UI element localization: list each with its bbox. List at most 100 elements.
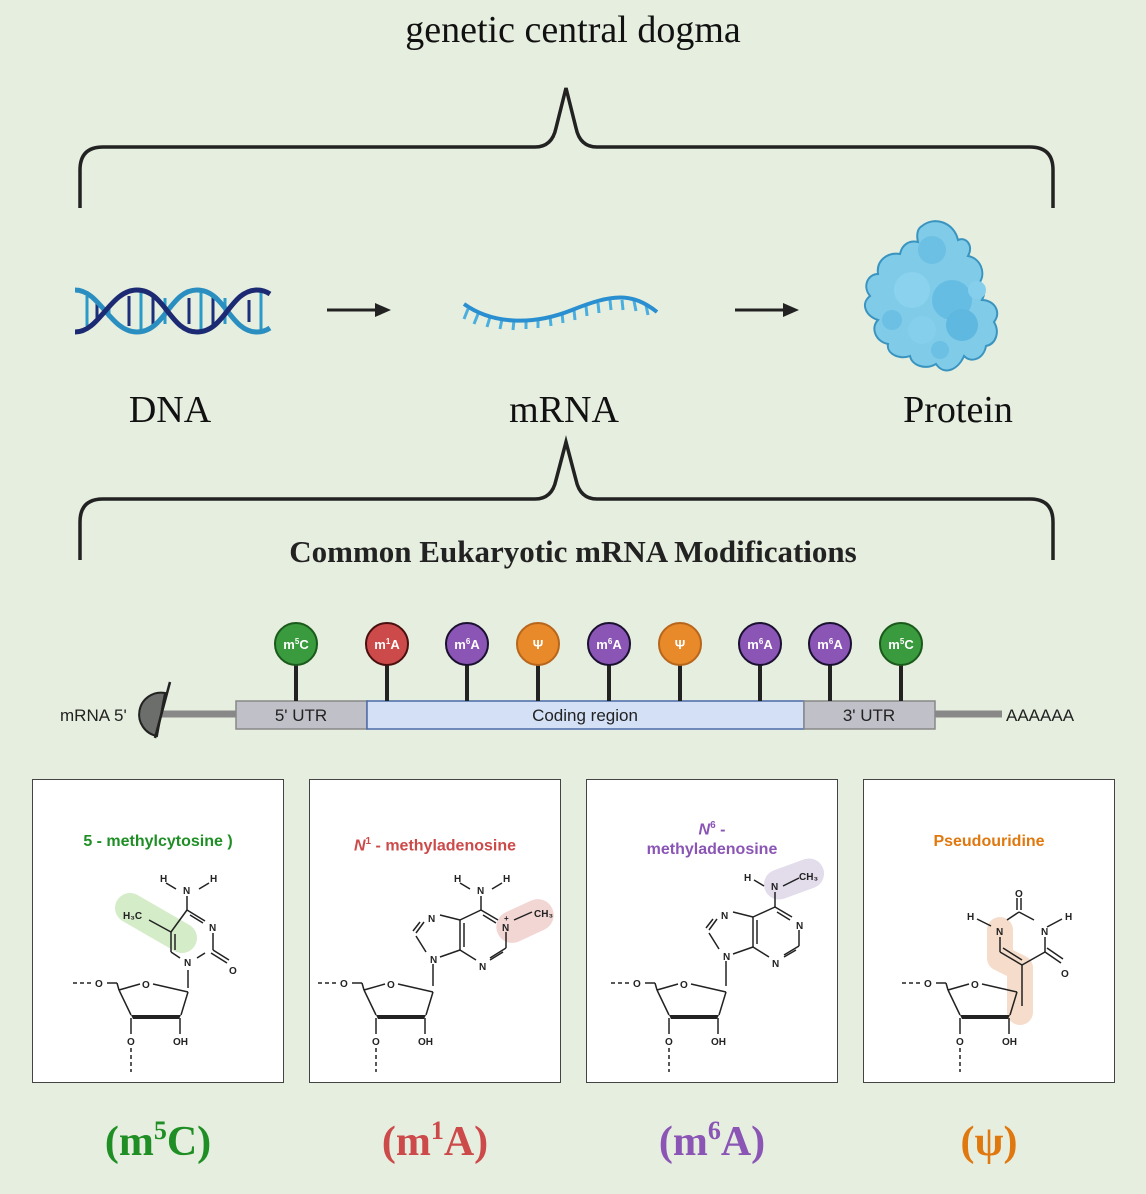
marker-label: m6A	[454, 637, 480, 652]
atom-n: N	[184, 958, 191, 969]
marker-circle	[365, 622, 409, 666]
marker-label: m6A	[596, 637, 622, 652]
ribose-sugar: O O O OH	[611, 979, 727, 1072]
marker-m6A: m6A	[445, 622, 489, 701]
marker-circle	[274, 622, 318, 666]
atom-o: O	[1061, 969, 1069, 980]
dna-icon	[74, 287, 272, 335]
atom-n: N	[771, 882, 778, 893]
marker-m5C: m5C	[274, 622, 318, 701]
atom-n: N	[721, 911, 728, 922]
braces-layer	[74, 87, 1055, 560]
charge-plus: +	[504, 914, 509, 923]
atom-o: O	[142, 980, 150, 991]
five-prime-cap-icon	[138, 681, 172, 739]
atom-n: N	[796, 921, 803, 932]
atom-o: O	[924, 979, 932, 990]
atom-o: O	[95, 979, 103, 990]
atom-n: N	[477, 886, 484, 897]
atom-n-plus: N	[502, 923, 509, 934]
structure-name: N6 -methyladenosine	[646, 820, 778, 859]
arrow-dna-to-mrna	[327, 303, 391, 317]
stage-label-dna: DNA	[128, 389, 212, 431]
marker-label: m1A	[374, 637, 400, 652]
utr3-label: 3' UTR	[843, 706, 895, 725]
mrna-map-label: mRNA	[60, 706, 111, 725]
atom-h: H	[744, 873, 751, 884]
atom-n: N	[723, 952, 730, 963]
protein-icon	[863, 220, 999, 372]
atom-o: O	[971, 980, 979, 991]
atom-h: H	[967, 912, 974, 923]
marker-circle	[879, 622, 923, 666]
atom-n: N	[209, 923, 216, 934]
abbr-m6a: (m6A)	[658, 1116, 766, 1165]
atom-n: N	[428, 914, 435, 925]
bottom-brace	[78, 435, 1055, 560]
atom-o: O	[633, 979, 641, 990]
marker-circle	[658, 622, 702, 666]
utr5-region	[235, 700, 368, 730]
atom-h: H	[160, 874, 167, 885]
mrna-modification-map: mRNA 5' 5' UTR Coding region 3' UTR AAAA…	[60, 622, 1075, 739]
atom-o: O	[340, 979, 348, 990]
atom-oh: OH	[1002, 1037, 1017, 1048]
atom-n: N	[996, 927, 1003, 938]
structure-card-m1a: N1 - methyladenosine H N H N + CH₃ N	[309, 779, 561, 1083]
structure-name: 5 - methylcytosine )	[83, 833, 233, 850]
coding-region	[366, 700, 805, 730]
atom-n: N	[772, 959, 779, 970]
marker-label: m6A	[817, 637, 843, 652]
abbr-m1a: (m1A)	[381, 1116, 489, 1165]
marker-label: m5C	[283, 637, 309, 652]
stage-label-mrna: mRNA	[509, 389, 619, 431]
atom-h: H	[503, 874, 510, 885]
top-brace	[78, 87, 1055, 208]
marker-m6A: m6A	[808, 622, 852, 701]
atom-o: O	[680, 980, 688, 991]
atom-o: O	[229, 966, 237, 977]
atom-n: N	[183, 886, 190, 897]
structure-name: Pseudouridine	[933, 833, 1045, 850]
arrow-mrna-to-protein	[735, 303, 799, 317]
marker-psi: Ψ	[516, 622, 560, 701]
marker-circle	[808, 622, 852, 666]
structure-name: N1 - methyladenosine	[353, 836, 517, 855]
marker-psi: Ψ	[658, 622, 702, 701]
atom-methyl: H₃C	[123, 911, 142, 922]
m6a-structure: H N CH₃ N N N N O O O OH	[611, 858, 825, 1072]
atom-n: N	[479, 962, 486, 973]
atom-oh: OH	[418, 1037, 433, 1048]
atom-h: H	[454, 874, 461, 885]
marker-m6A: m6A	[587, 622, 631, 701]
marker-label: Ψ	[533, 637, 544, 652]
utr5-label: 5' UTR	[275, 706, 327, 725]
five-prime-label: 5'	[114, 706, 127, 725]
atom-o: O	[372, 1037, 380, 1048]
atom-n: N	[1041, 927, 1048, 938]
marker-circle	[738, 622, 782, 666]
marker-circle	[516, 622, 560, 666]
atom-o: O	[1015, 889, 1023, 900]
atom-methyl: CH₃	[799, 872, 818, 883]
marker-label: m5C	[888, 637, 914, 652]
mrna-icon	[462, 295, 659, 331]
section-title: Common Eukaryotic mRNA Modifications	[289, 534, 857, 569]
marker-m1A: m1A	[365, 622, 409, 701]
atom-oh: OH	[173, 1037, 188, 1048]
atom-oh: OH	[711, 1037, 726, 1048]
stage-label-protein: Protein	[903, 389, 1013, 431]
marker-m5C: m5C	[879, 622, 923, 701]
abbr-m5c: (m5C)	[104, 1116, 212, 1165]
atom-o: O	[665, 1037, 673, 1048]
marker-label: m6A	[747, 637, 773, 652]
